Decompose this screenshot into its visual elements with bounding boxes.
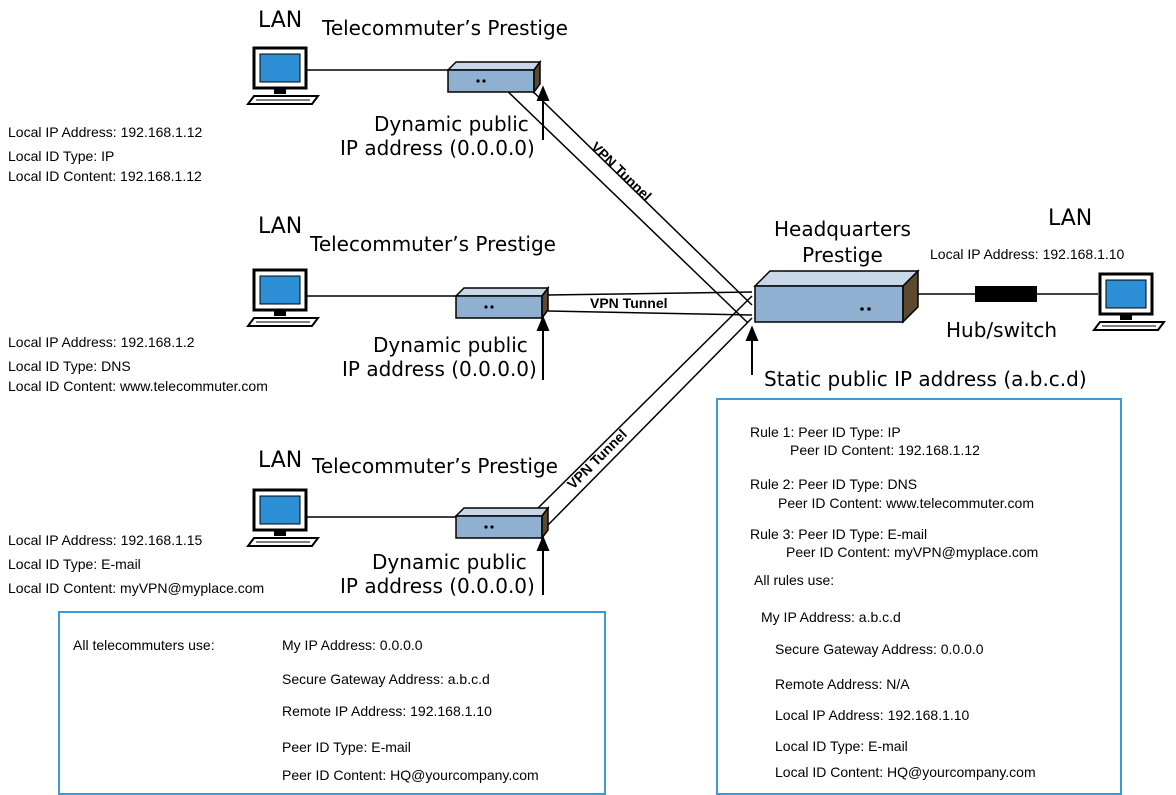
- hq-label: Headquarters Prestige: [774, 216, 911, 268]
- telecommuter-box-heading: All telecommuters use:: [73, 637, 215, 653]
- rule-2-type: Rule 2: Peer ID Type: DNS: [750, 476, 918, 492]
- computer-icon-2: [246, 268, 320, 328]
- vpn-tunnel-label-1: VPN Tunnel: [588, 139, 655, 204]
- rule-3-content: Peer ID Content: myVPN@myplace.com: [786, 544, 1039, 560]
- vpn-tunnel-label-2: VPN Tunnel: [590, 295, 668, 311]
- local-ip: Local IP Address: 192.168.1.2: [8, 334, 195, 350]
- hq-gateway: Secure Gateway Address: 0.0.0.0: [775, 641, 984, 657]
- computer-icon-1: [246, 46, 320, 106]
- lan-label-2: LAN: [258, 214, 303, 239]
- telecommuter-remote-ip: Remote IP Address: 192.168.1.10: [282, 703, 492, 719]
- telecommuter-peer-id-content: Peer ID Content: HQ@yourcompany.com: [282, 767, 539, 783]
- telecommuter-gateway: Secure Gateway Address: a.b.c.d: [282, 671, 490, 687]
- rule-3-type: Rule 3: Peer ID Type: E-mail: [750, 526, 928, 542]
- local-id-type: Local ID Type: DNS: [8, 358, 131, 374]
- rule-1-type: Rule 1: Peer ID Type: IP: [750, 424, 901, 440]
- vpn-tunnel-3: [529, 295, 753, 526]
- hq-router-icon: [753, 269, 920, 324]
- dynamic-ip-label-1: Dynamic public IP address (0.0.0.0): [340, 112, 535, 160]
- local-id-type: Local ID Type: E-mail: [8, 556, 141, 572]
- dynamic-ip-line1: Dynamic public: [374, 112, 529, 136]
- local-ip: Local IP Address: 192.168.1.12: [8, 124, 203, 140]
- telecommuter-peer-id-type: Peer ID Type: E-mail: [282, 739, 411, 755]
- telecommuter-2-info: Local IP Address: 192.168.1.2 Local ID T…: [8, 332, 268, 396]
- telecommuter-1-info: Local IP Address: 192.168.1.12 Local ID …: [8, 122, 202, 186]
- dynamic-ip-line1: Dynamic public: [372, 550, 527, 574]
- router-icon-3: [455, 507, 549, 539]
- rule-2-content: Peer ID Content: www.telecommuter.com: [778, 495, 1034, 511]
- local-id-content: Local ID Content: www.telecommuter.com: [8, 378, 268, 394]
- hq-local-id-type: Local ID Type: E-mail: [775, 738, 908, 754]
- arrow-hq: [745, 325, 759, 375]
- computer-icon-hq: [1092, 272, 1166, 332]
- dynamic-ip-label-2: Dynamic public IP address (0.0.0.0): [342, 333, 537, 381]
- local-id-type: Local ID Type: IP: [8, 148, 115, 164]
- router-icon-1: [447, 61, 541, 93]
- hub-switch-label: Hub/switch: [946, 318, 1057, 342]
- arrow-1: [536, 85, 550, 140]
- telecommuter-3-info: Local IP Address: 192.168.1.15 Local ID …: [8, 530, 264, 598]
- vpn-tunnel-1: [499, 73, 753, 324]
- local-id-content: Local ID Content: myVPN@myplace.com: [8, 580, 265, 596]
- dynamic-ip-line1: Dynamic public: [373, 333, 528, 357]
- hq-my-ip: My IP Address: a.b.c.d: [761, 609, 901, 625]
- dynamic-ip-label-3: Dynamic public IP address (0.0.0.0): [340, 550, 535, 598]
- local-id-content: Local ID Content: 192.168.1.12: [8, 168, 202, 184]
- all-rules-heading: All rules use:: [754, 572, 835, 588]
- router-icon-2: [455, 287, 549, 319]
- prestige-label-3: Telecommuter’s Prestige: [312, 454, 558, 478]
- arrow-3: [536, 535, 550, 595]
- arrow-2: [536, 315, 550, 380]
- prestige-label-1: Telecommuter’s Prestige: [322, 16, 568, 40]
- lan-label-3: LAN: [258, 448, 303, 473]
- prestige-label-2: Telecommuter’s Prestige: [310, 232, 556, 256]
- static-ip-label: Static public IP address (a.b.c.d): [764, 367, 1087, 391]
- hq-local-ip: Local IP Address: 192.168.1.10: [775, 707, 970, 723]
- hq-rules-box: Rule 1: Peer ID Type: IP Peer ID Content…: [716, 398, 1122, 795]
- dynamic-ip-line2: IP address (0.0.0.0): [340, 574, 535, 598]
- rule-1-content: Peer ID Content: 192.168.1.12: [790, 442, 980, 458]
- hq-local-ip: Local IP Address: 192.168.1.10: [930, 246, 1125, 262]
- hub-switch: [975, 286, 1037, 302]
- hq-lan-label: LAN: [1048, 206, 1093, 231]
- telecommuter-settings-box: All telecommuters use: My IP Address: 0.…: [58, 611, 606, 795]
- vpn-tunnel-2: [547, 291, 753, 316]
- hq-local-id-content: Local ID Content: HQ@yourcompany.com: [775, 764, 1036, 780]
- dynamic-ip-line2: IP address (0.0.0.0): [342, 357, 537, 381]
- dynamic-ip-line2: IP address (0.0.0.0): [340, 136, 535, 160]
- local-ip: Local IP Address: 192.168.1.15: [8, 532, 203, 548]
- telecommuter-my-ip: My IP Address: 0.0.0.0: [282, 637, 423, 653]
- hq-label-line1: Headquarters: [774, 217, 911, 241]
- lan-label-1: LAN: [258, 8, 303, 33]
- vpn-tunnel-label-3: VPN Tunnel: [564, 426, 630, 492]
- hq-label-line2: Prestige: [802, 243, 883, 267]
- hq-remote-address: Remote Address: N/A: [775, 676, 910, 692]
